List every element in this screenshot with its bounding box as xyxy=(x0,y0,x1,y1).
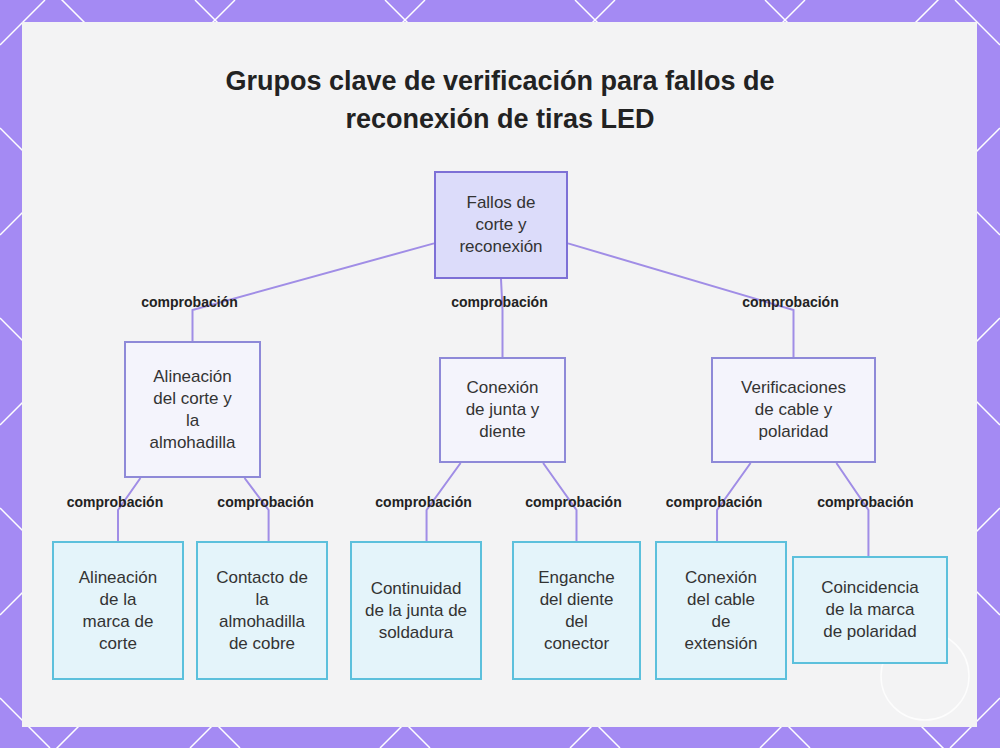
root-box: Fallos de corte y reconexión xyxy=(434,171,568,279)
check-box: Contacto de la almohadilla de cobre xyxy=(196,541,328,680)
connector-line xyxy=(501,279,503,357)
edge-label: comprobación xyxy=(451,294,547,310)
check-box: Alineación de la marca de corte xyxy=(52,541,184,680)
check-box: Continuidad de la junta de soldadura xyxy=(350,541,482,680)
group-box: Verificaciones de cable y polaridad xyxy=(711,357,876,463)
node-text: Enganche del diente del conector xyxy=(531,567,623,655)
node-text: Fallos de corte y reconexión xyxy=(456,192,546,258)
connector-line xyxy=(193,243,435,341)
node-text: Continuidad de la junta de soldadura xyxy=(364,578,469,644)
edge-label: comprobación xyxy=(375,494,471,510)
check-box: Enganche del diente del conector xyxy=(512,541,641,680)
edge-label: comprobación xyxy=(67,494,163,510)
edge-label: comprobación xyxy=(666,494,762,510)
edge-label: comprobación xyxy=(817,494,913,510)
group-box: Alineación del corte y la almohadilla xyxy=(124,341,261,478)
node-text: Verificaciones de cable y polaridad xyxy=(733,377,855,443)
edge-label: comprobación xyxy=(742,294,838,310)
node-text: Alineación del corte y la almohadilla xyxy=(145,366,241,454)
node-text: Coincidencia de la marca de polaridad xyxy=(816,577,924,643)
node-text: Conexión de junta y diente xyxy=(458,377,548,443)
node-text: Contacto de la almohadilla de cobre xyxy=(216,567,308,655)
content-panel xyxy=(22,22,977,727)
diagram-title: Grupos clave de verificación para fallos… xyxy=(150,62,850,138)
check-box: Coincidencia de la marca de polaridad xyxy=(792,556,948,664)
edge-label: comprobación xyxy=(141,294,237,310)
edge-label: comprobación xyxy=(525,494,621,510)
edge-label: comprobación xyxy=(217,494,313,510)
group-box: Conexión de junta y diente xyxy=(439,357,566,463)
node-text: Conexión del cable de extensión xyxy=(678,567,764,655)
check-box: Conexión del cable de extensión xyxy=(655,541,787,680)
node-text: Alineación de la marca de corte xyxy=(76,567,161,655)
